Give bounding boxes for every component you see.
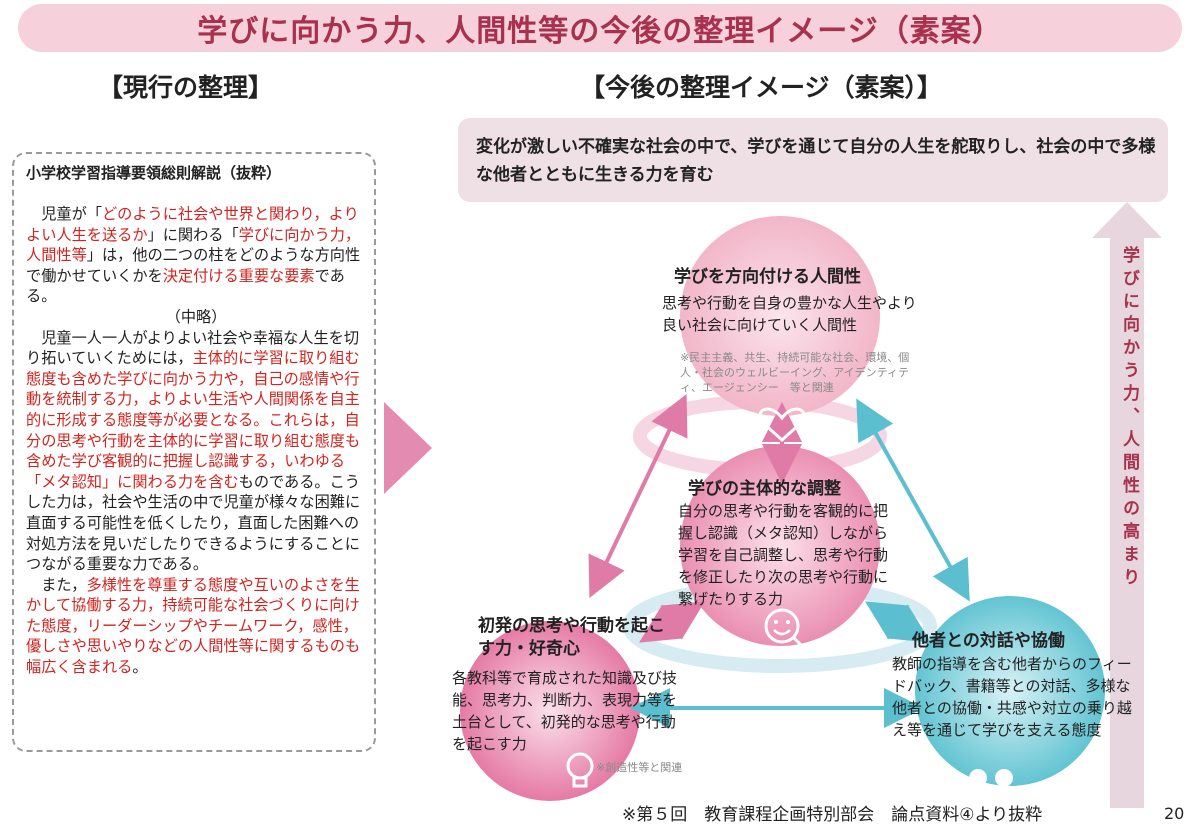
- excerpt-omission: （中略）: [165, 307, 227, 326]
- excerpt-body: 児童が「どのように社会や世界と関わり，よりよい人生を送るか」に関わる「学びに向か…: [26, 204, 366, 678]
- body-text: 。: [132, 658, 148, 677]
- body-text: また，: [26, 575, 87, 594]
- excerpt-title: 小学校学習指導要領総則解説（抜粋）: [26, 164, 282, 182]
- right-heading: 【今後の整理イメージ（素案）】: [580, 73, 943, 102]
- arrow-center-left: [639, 601, 705, 643]
- body-text: 」に関わる「: [147, 225, 239, 244]
- people-icon: [966, 769, 1016, 800]
- highlighted-text: 学びに向かう力，人間性等: [26, 225, 361, 265]
- heart-icon: [758, 407, 806, 443]
- circle-center-body: 自分の思考や行動を客観的に把握し認識（メタ認知）しながら学習を自己調整し、思考や…: [678, 502, 889, 608]
- page-title: 学びに向かう力、人間性等の今後の整理イメージ（素案）: [197, 14, 1003, 49]
- body-text: である。: [26, 266, 345, 306]
- excerpt-paragraph-3: また，多様性を尊重する態度や互いのよさを生かして協働する力，持続可能な社会づくり…: [26, 575, 366, 678]
- diagram: [460, 216, 1105, 801]
- body-text: 児童一人一人がよりよい社会や幸福な人生を切り拓いていくためには，: [26, 328, 360, 368]
- circle-left-note: ※創造性等と関連: [596, 761, 683, 774]
- highlighted-text: 主体的に学習に取り組む態度も含めた学びに向かう力や，自己の感情や行動を統制する力…: [26, 349, 361, 491]
- circle-top-note: ※民主主義、共生、持続可能な社会、環境、個人・社会のウェルビーイング、アイデンテ…: [680, 351, 910, 394]
- circle-right-body: 教師の指導を含む他者からのフィードバック、書籍等との対話、多様な他者との協働・共…: [892, 655, 1132, 739]
- circle-top: [680, 216, 880, 416]
- goal-box: [458, 118, 1168, 202]
- body-text: ものである。こうした力は，社会や生活の中で児童が様々な困難に直面する可能性を低く…: [26, 472, 361, 574]
- highlighted-text: 多様性を尊重する態度や互いのよさを生かして協働する力，持続可能な社会づくりに向け…: [26, 575, 361, 677]
- highlighted-text: どのように社会や世界と関わり，よりよい人生を送るか: [26, 205, 359, 244]
- highlighted-text: 決定付ける重要な要素: [162, 266, 315, 285]
- growth-arrow-icon: [1092, 202, 1162, 808]
- circle-left-body: 各教科等で育成された知識及び技能、思考力、判断力、表現力等を土台として、初発的な…: [452, 669, 678, 753]
- excerpt-box: [12, 152, 376, 752]
- page-number: 20: [1164, 804, 1185, 823]
- footer-source: ※第５回 教育課程企画特別部会 論点資料④より抜粋: [622, 805, 1043, 825]
- arrow-top-right: [856, 398, 970, 602]
- arrow-top-left: [588, 393, 688, 599]
- circle-top-title: 学びを方向付ける人間性: [674, 267, 861, 287]
- growth-label: 学びに向かう力、人間性の高まり: [1119, 246, 1139, 591]
- circle-right-title: 他者との対話や協働: [912, 631, 1065, 651]
- title-banner: 学びに向かう力、人間性等の今後の整理イメージ（素案）: [18, 4, 1182, 52]
- left-heading: 【現行の整理】: [98, 73, 274, 102]
- arrow-center-right: [865, 601, 931, 643]
- circle-left-title: 初発の思考や行動を起こす力・好奇心: [478, 616, 665, 659]
- circle-right: [915, 596, 1105, 786]
- excerpt-paragraph-1: 児童が「どのように社会や世界と関わり，よりよい人生を送るか」に関わる「学びに向か…: [26, 204, 366, 307]
- excerpt-paragraph-2: 児童一人一人がよりよい社会や幸福な人生を切り拓いていくためには，主体的に学習に取…: [26, 328, 366, 575]
- goal-text: 変化が激しい不確実な社会の中で、学びを通じて自分の人生を舵取りし、社会の中で多様…: [476, 137, 1156, 185]
- body-text: 」は，他の二つの柱をどのような方向性で働かせていくかを: [26, 246, 361, 285]
- body-text: 児童が「: [26, 205, 102, 223]
- transition-arrow-icon: [384, 402, 432, 494]
- circle-center-title: 学びの主体的な調整: [688, 479, 841, 499]
- lightbulb-icon: [566, 752, 594, 788]
- circle-top-body: 思考や行動を自身の豊かな人生やより良い社会に向けていく人間性: [662, 294, 917, 334]
- smile-icon: [764, 608, 806, 650]
- circle-left: [460, 621, 640, 801]
- circle-center: [680, 446, 880, 646]
